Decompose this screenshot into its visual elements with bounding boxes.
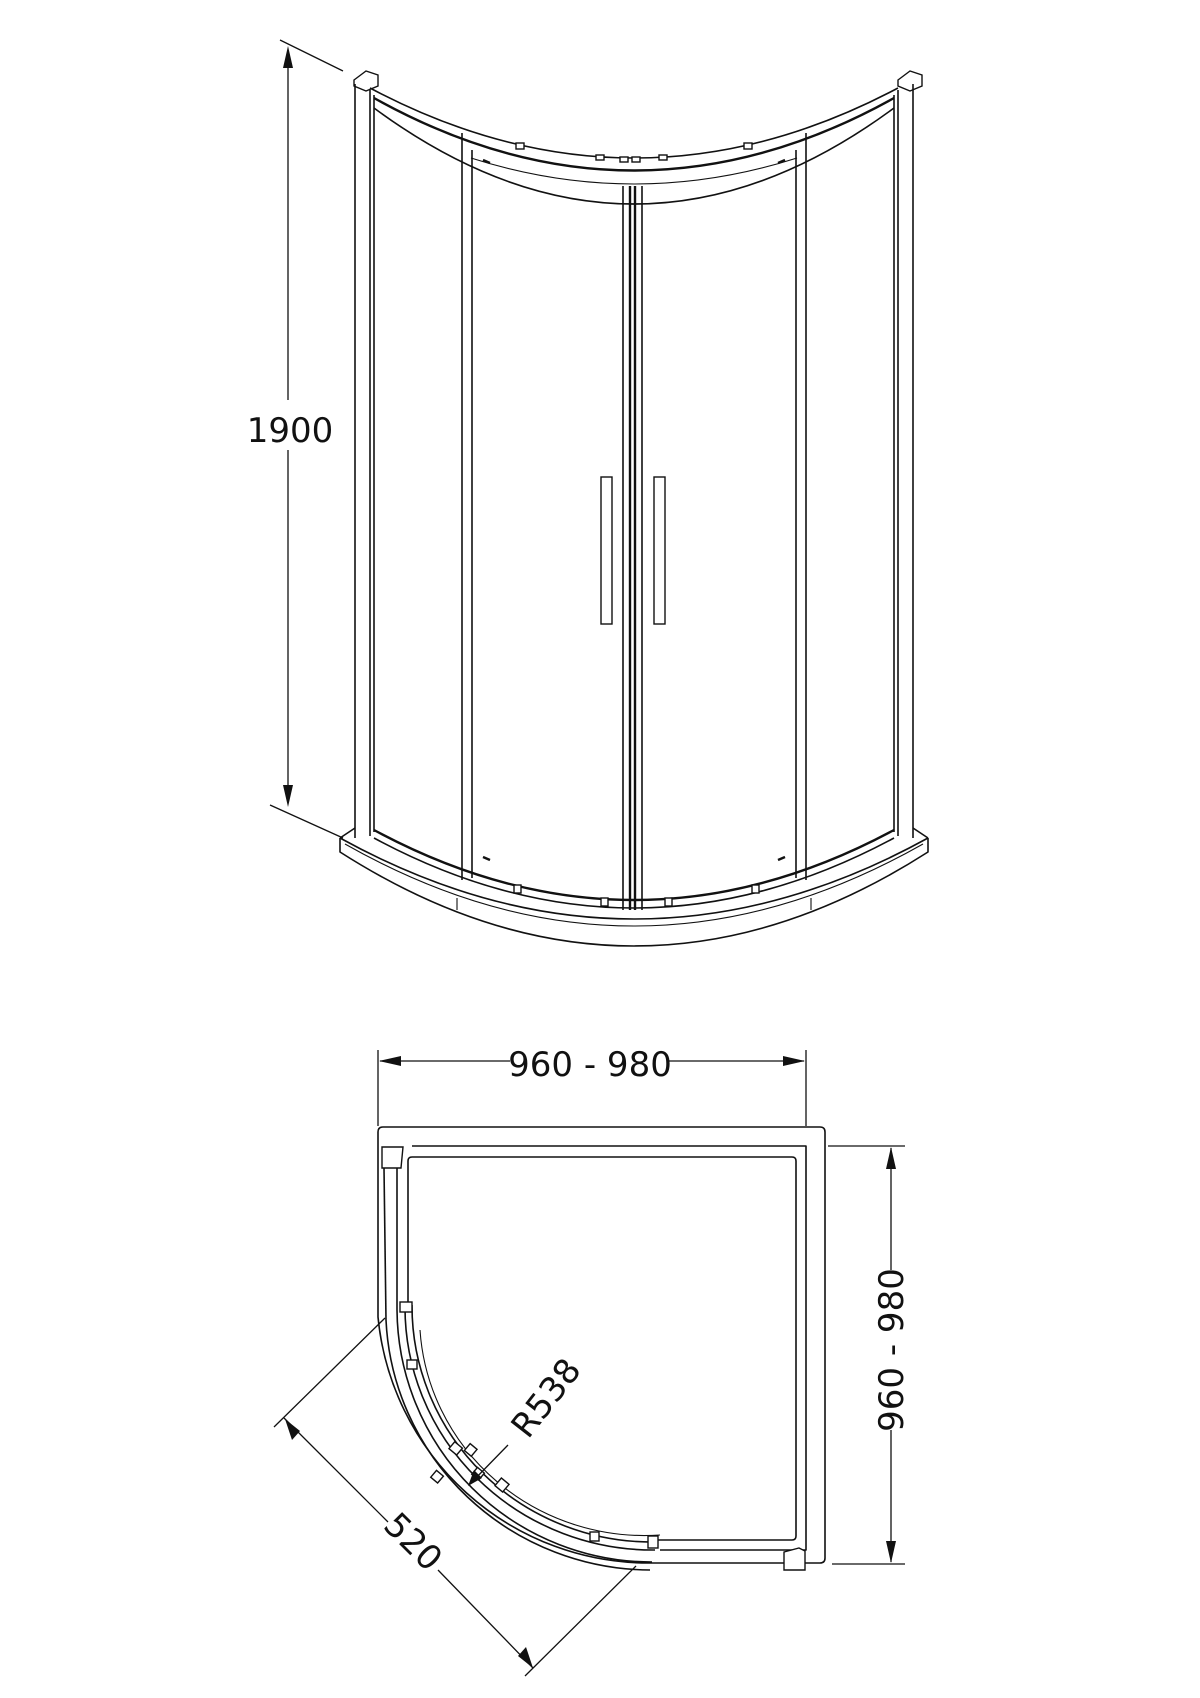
roller-icon [447, 1440, 464, 1457]
arrow-icon [285, 1419, 300, 1440]
right-post [893, 84, 914, 838]
plan-view: 960 - 980 960 - 980 [273, 1045, 912, 1677]
arrow-up-icon [283, 46, 293, 68]
roller-icon [429, 1469, 445, 1485]
left-door-handle [600, 476, 613, 625]
roller-icon [463, 1442, 479, 1458]
arrow-down-icon [283, 785, 293, 807]
tray-outline [377, 1126, 826, 1564]
height-label: 1900 [247, 411, 334, 451]
right-door-handle [653, 476, 666, 625]
width-label: 960 - 980 [508, 1045, 672, 1085]
track-end-icon [399, 1301, 413, 1313]
roller-icon [589, 1531, 600, 1542]
arrow-icon [518, 1647, 533, 1668]
arrow-up-icon [886, 1147, 896, 1169]
door-meeting-stiles [622, 186, 643, 910]
elevation-view: 1900 [247, 39, 929, 947]
left-top-cap [353, 70, 379, 92]
shower-tray [339, 827, 929, 947]
roller-icon [631, 156, 641, 163]
tray-inner-edge [412, 1145, 807, 1551]
width-dimension: 960 - 980 [377, 1045, 807, 1126]
roller-icon [515, 142, 525, 150]
entry-label: 520 [376, 1505, 450, 1579]
roller-icon [595, 154, 605, 161]
arrow-down-icon [886, 1541, 896, 1563]
roller-icon [658, 154, 668, 161]
left-post [354, 84, 375, 838]
corner-post-top-left [381, 1146, 404, 1169]
depth-label: 960 - 980 [872, 1268, 912, 1432]
radius-annotation: R538 [468, 1351, 590, 1486]
corner-post-bottom-right [783, 1547, 806, 1571]
roller-icon [493, 1476, 511, 1494]
roller-icon [743, 142, 753, 150]
radius-label: R538 [504, 1351, 590, 1445]
inner-area [407, 1156, 797, 1541]
height-dimension: 1900 [247, 39, 344, 839]
track-end-icon [647, 1535, 659, 1549]
roller-icon [406, 1359, 418, 1370]
depth-dimension: 960 - 980 [828, 1145, 912, 1565]
arrow-icon [468, 1470, 482, 1486]
arrow-right-icon [783, 1056, 805, 1066]
guide-icon [513, 884, 522, 894]
guide-icon [751, 884, 760, 894]
fixed-panel-stiles [461, 133, 807, 880]
guide-icon [664, 897, 673, 907]
arrow-left-icon [379, 1056, 401, 1066]
guide-icon [600, 897, 609, 907]
roller-icon [619, 156, 629, 163]
right-top-cap [897, 70, 923, 92]
